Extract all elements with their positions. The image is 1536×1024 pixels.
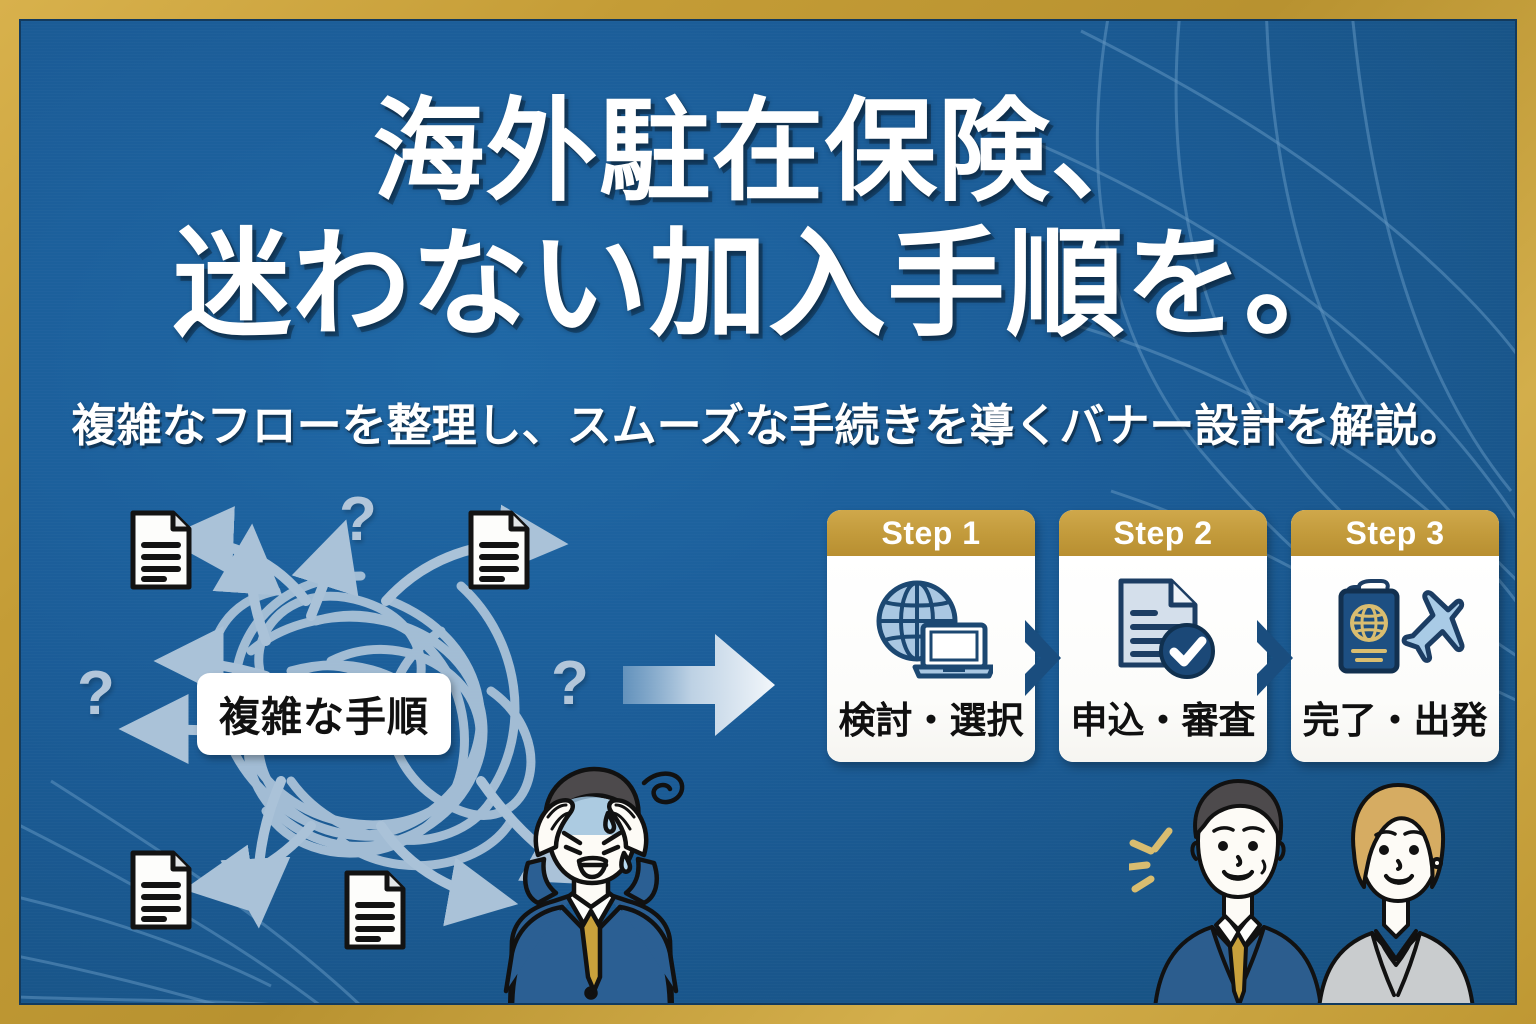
step-1-label: 検討・選択: [838, 699, 1024, 742]
document-bottom-left-icon: [130, 850, 192, 930]
transition-arrow-icon: [623, 634, 775, 736]
step-chevron-1-icon: [1025, 620, 1061, 696]
step-1-body: 検討・選択: [827, 556, 1035, 762]
step-3-header: Step 3: [1291, 510, 1499, 556]
worried-businessman-illustration: [503, 766, 685, 1003]
page-title-line-1: 海外駐在保険、: [372, 87, 1164, 217]
step-3-label: 完了・出発: [1302, 699, 1488, 742]
step-card-3[interactable]: Step 3: [1291, 510, 1499, 762]
complex-flow-illustration: ? ? ?: [61, 481, 681, 951]
step-2-header: Step 2: [1059, 510, 1267, 556]
step-2-body: 申込・審査: [1059, 556, 1267, 762]
steps-row: Step 1: [827, 510, 1499, 762]
page-subtitle: 複雑なフローを整理し、スムーズな手続きを導くバナー設計を解説。: [71, 399, 1465, 452]
document-check-icon: [1107, 572, 1219, 684]
sparkle-icon: [1129, 827, 1173, 893]
globe-laptop-icon: [869, 572, 993, 684]
page-title-line-2: 迷わない加入手順を。: [172, 214, 1363, 353]
step-2-label: 申込・審査: [1070, 699, 1256, 742]
passport-airplane-icon: [1325, 572, 1465, 684]
document-top-right-icon: [468, 510, 530, 590]
question-mark-top-icon: ?: [339, 485, 377, 554]
title-block: 海外駐在保険、 迷わない加入手順を。: [21, 87, 1515, 353]
question-mark-left-icon: ?: [77, 659, 115, 728]
document-top-left-icon: [130, 510, 192, 590]
question-mark-right-icon: ?: [551, 649, 589, 718]
step-1-header: Step 1: [827, 510, 1035, 556]
step-3-body: 完了・出発: [1291, 556, 1499, 762]
gold-frame-inner-line: [19, 19, 1517, 1005]
document-bottom-center-icon: [344, 870, 406, 950]
step-chevron-2-icon: [1257, 620, 1293, 696]
banner-stage: 海外駐在保険、 迷わない加入手順を。 複雑なフローを整理し、スムーズな手続きを導…: [21, 21, 1515, 1003]
complex-procedure-label: 複雑な手順: [197, 673, 451, 755]
step-card-1[interactable]: Step 1: [827, 510, 1035, 762]
smiling-business-pair-illustration: [1153, 779, 1475, 1003]
step-card-2[interactable]: Step 2: [1059, 510, 1267, 762]
